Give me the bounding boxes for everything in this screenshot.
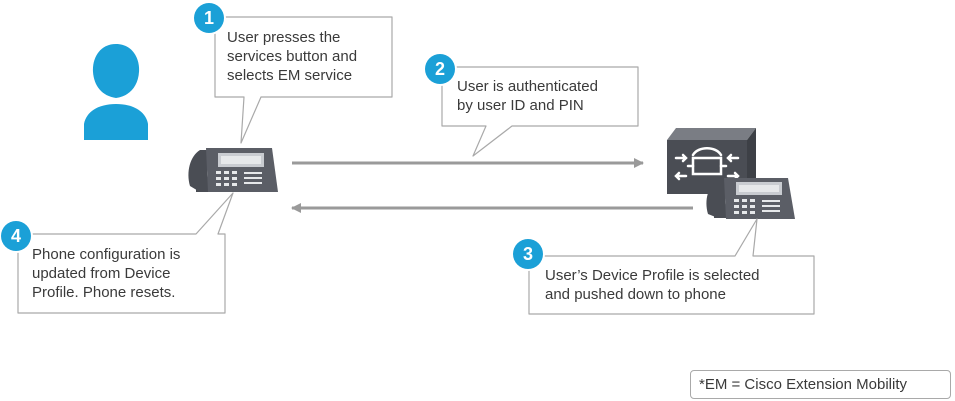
step-2-line-1: User is authenticated xyxy=(457,78,598,95)
step-badge-4 xyxy=(0,219,33,253)
step-number-4: 4 xyxy=(10,226,21,246)
step-4-line-3: Profile. Phone resets. xyxy=(32,284,176,301)
step-2-line-2: by user ID and PIN xyxy=(457,97,584,114)
step-1-text: User presses the services button and sel… xyxy=(227,28,357,85)
callout-2 xyxy=(441,66,639,157)
step-4-text: Phone configuration is updated from Devi… xyxy=(32,245,180,302)
step-4-line-2: updated from Device xyxy=(32,265,171,282)
callout-1 xyxy=(214,16,393,144)
step-1-line-2: services button and xyxy=(227,48,358,65)
footnote-legend: *EM = Cisco Extension Mobility xyxy=(690,370,951,399)
callout-4 xyxy=(17,192,234,314)
call-manager-server-icon xyxy=(667,128,756,194)
callout-3 xyxy=(528,218,815,315)
ip-phone-icon-left xyxy=(188,148,278,192)
step-badge-3 xyxy=(511,237,545,271)
step-badge-2 xyxy=(423,52,457,86)
ip-phone-icon-right xyxy=(706,178,795,219)
step-number-3: 3 xyxy=(522,244,533,264)
step-2-text: User is authenticated by user ID and PIN xyxy=(457,77,598,115)
step-3-line-2: and pushed down to phone xyxy=(545,286,726,303)
user-icon xyxy=(84,44,148,140)
step-1-line-1: User presses the xyxy=(227,29,341,46)
step-3-text: User’s Device Profile is selected and pu… xyxy=(545,266,760,304)
step-number-1: 1 xyxy=(203,8,214,28)
step-3-line-1: User’s Device Profile is selected xyxy=(545,267,760,284)
step-number-2: 2 xyxy=(434,59,445,79)
step-1-line-3: selects EM service xyxy=(227,67,353,84)
step-badge-1 xyxy=(192,1,226,35)
step-4-line-1: Phone configuration is xyxy=(32,246,181,263)
